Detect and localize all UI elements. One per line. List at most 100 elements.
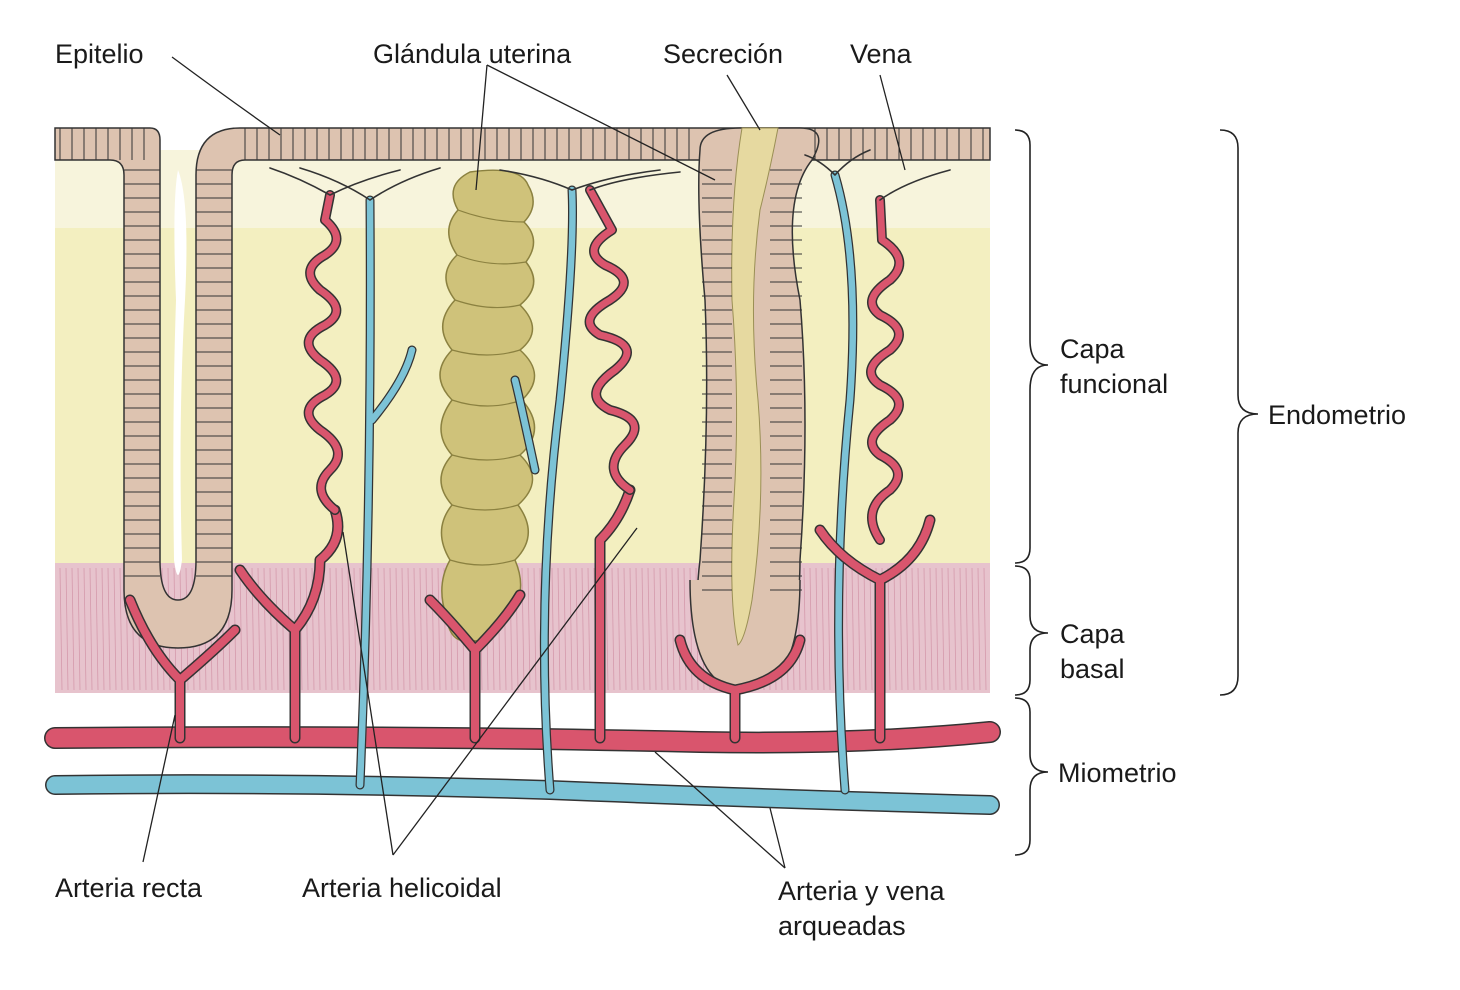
basal-striation [647, 567, 651, 691]
vein-left [356, 196, 374, 789]
basal-striation [905, 567, 909, 691]
basal-striation [569, 567, 573, 691]
label-capa-funcional-1: Capa [1060, 334, 1126, 364]
basal-striation [929, 567, 933, 691]
basal-striation [683, 567, 687, 691]
leader-lines [142, 56, 906, 869]
basal-striation [239, 567, 243, 691]
braces [1014, 129, 1259, 856]
basal-striation [383, 567, 387, 691]
basal-striation [377, 567, 381, 691]
brace-miometrio [1014, 697, 1049, 856]
basal-striation [113, 567, 117, 691]
basal-striation [281, 567, 285, 691]
basal-striation [329, 567, 333, 691]
epithelial-cells [59, 128, 984, 591]
arteries [124, 167, 951, 744]
spiral-artery-right [867, 196, 903, 544]
basal-striation [305, 567, 309, 691]
basal-striation [983, 567, 987, 691]
basal-striation [575, 567, 579, 691]
basal-striation [65, 567, 69, 691]
labels: Epitelio Glándula uterina Secreción Vena… [55, 39, 1406, 941]
label-arteria-helicoidal: Arteria helicoidal [302, 873, 502, 903]
basal-striation [653, 567, 657, 691]
crypt-lumen [173, 170, 187, 575]
label-epitelio: Epitelio [55, 39, 144, 69]
basal-striation [407, 567, 411, 691]
basal-striation [245, 567, 249, 691]
basal-striation [917, 567, 921, 691]
basal-striation [101, 567, 105, 691]
basal-striation [389, 567, 393, 691]
brace-capa-basal [1014, 565, 1049, 696]
epithelium [54, 127, 991, 691]
brace-capa-funcional [1014, 129, 1049, 564]
basal-striation [527, 567, 531, 691]
basal-striation [269, 567, 273, 691]
basal-striation [323, 567, 327, 691]
basal-striation [941, 567, 945, 691]
basal-striation [563, 567, 567, 691]
label-arteria-y-vena: Arteria y vena [778, 876, 946, 906]
label-arqueadas: arqueadas [778, 911, 906, 941]
basal-striation [371, 567, 375, 691]
basal-striation [89, 567, 93, 691]
basal-striation [395, 567, 399, 691]
basal-striation [83, 567, 87, 691]
basal-striation [431, 567, 435, 691]
basal-striation [557, 567, 561, 691]
basal-striation [911, 567, 915, 691]
left-crypt [54, 127, 991, 649]
basal-striation [521, 567, 525, 691]
basal-striation [815, 567, 819, 691]
basal-striation [425, 567, 429, 691]
basal-striation [401, 567, 405, 691]
basal-striation [659, 567, 663, 691]
basal-striation [971, 567, 975, 691]
basal-striation [413, 567, 417, 691]
basal-striation [845, 567, 849, 691]
vein-right [831, 171, 857, 794]
basal-striation [827, 567, 831, 691]
basal-striation [641, 567, 645, 691]
basal-striation [77, 567, 81, 691]
basal-striation [863, 567, 867, 691]
basal-striation [671, 567, 675, 691]
basal-striation [953, 567, 957, 691]
basal-striation [977, 567, 981, 691]
label-capa-basal-2: basal [1060, 654, 1125, 684]
basal-striation [347, 567, 351, 691]
basal-striation [275, 567, 279, 691]
spiral-artery-center [586, 186, 639, 494]
basal-striation [551, 567, 555, 691]
basal-striation [923, 567, 927, 691]
basal-striation [803, 567, 807, 691]
label-secrecion: Secreción [663, 39, 783, 69]
basal-striation [665, 567, 669, 691]
basal-striation [95, 567, 99, 691]
basal-striation [59, 567, 63, 691]
basal-striation [635, 567, 639, 691]
label-miometrio: Miometrio [1058, 758, 1177, 788]
basal-striation [581, 567, 585, 691]
basal-striation [809, 567, 813, 691]
basal-striation [857, 567, 861, 691]
label-glandula-uterina: Glándula uterina [373, 39, 572, 69]
label-capa-funcional-2: funcional [1060, 369, 1168, 399]
basal-striation [899, 567, 903, 691]
basal-striation [263, 567, 267, 691]
secretion [731, 127, 779, 646]
basal-striation [623, 567, 627, 691]
basal-striation [869, 567, 873, 691]
spiral-artery-left [305, 191, 342, 514]
basal-striation [965, 567, 969, 691]
veins [299, 149, 871, 795]
basal-striation [677, 567, 681, 691]
basal-striation [821, 567, 825, 691]
vein-center [541, 186, 576, 794]
basal-striation [419, 567, 423, 691]
basal-striation [335, 567, 339, 691]
label-capa-basal-1: Capa [1060, 619, 1126, 649]
